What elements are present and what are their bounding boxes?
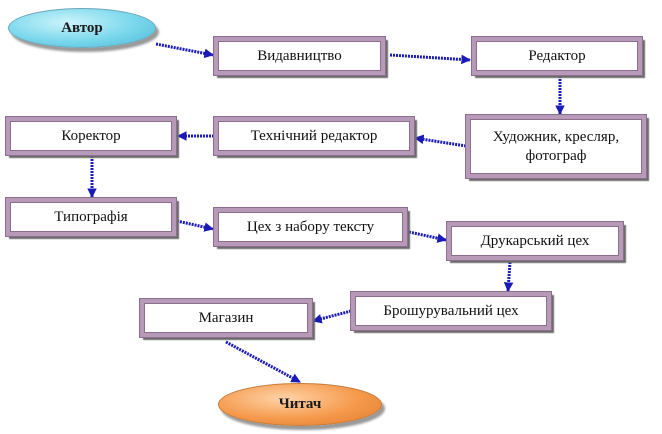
arrow-typohrafiia-to-tsekh-naboru <box>176 219 214 232</box>
arrow-avtor-to-vydavnytstvo <box>155 42 214 59</box>
node-chytach-label: Читач <box>278 396 322 412</box>
node-chytach: Читач <box>218 383 382 426</box>
node-broshuruvalnyi: Брошурувальний цех <box>350 291 552 331</box>
node-khudozhnyk: Художник, кресляр, фотограф <box>465 114 647 179</box>
arrow-mahazyn-to-chytach <box>225 340 301 384</box>
node-tekh-redaktor-label: Технічний редактор <box>250 127 378 144</box>
node-redaktor-label: Редактор <box>528 47 586 64</box>
node-tsekh-naboru: Цех з набору тексту <box>213 207 408 247</box>
node-khudozhnyk-label-line1: Художник, кресляр, <box>492 128 620 145</box>
node-vydavnytstvo: Видавництво <box>213 36 386 76</box>
arrow-tsekh-naboru-to-drukarskyi <box>408 230 447 243</box>
node-korektor: Коректор <box>5 116 177 156</box>
node-mahazyn: Магазин <box>139 298 313 338</box>
node-korektor-label: Коректор <box>61 127 121 144</box>
node-khudozhnyk-label-line2: фотограф <box>525 147 587 164</box>
arrow-khudozhnyk-to-tekh-redaktor <box>414 134 467 148</box>
node-tekh-redaktor: Технічний редактор <box>213 116 415 156</box>
node-tsekh-naboru-label: Цех з набору тексту <box>246 218 375 235</box>
arrow-vydavnytstvo-to-redaktor <box>389 53 471 65</box>
node-drukarskyi: Друкарський цех <box>446 221 624 261</box>
node-drukarskyi-label: Друкарський цех <box>480 232 590 249</box>
node-redaktor: Редактор <box>471 36 643 76</box>
arrow-drukarskyi-to-broshuruvalnyi <box>503 261 514 292</box>
node-avtor: Автор <box>8 8 156 48</box>
node-typohrafiia: Типографія <box>5 197 177 237</box>
node-mahazyn-label: Магазин <box>198 309 254 326</box>
node-vydavnytstvo-label: Видавництво <box>257 47 342 64</box>
node-typohrafiia-label: Типографія <box>54 208 128 225</box>
node-avtor-label: Автор <box>61 19 103 36</box>
arrow-broshuruvalnyi-to-mahazyn <box>312 309 352 324</box>
node-broshuruvalnyi-label: Брошурувальний цех <box>383 302 519 319</box>
